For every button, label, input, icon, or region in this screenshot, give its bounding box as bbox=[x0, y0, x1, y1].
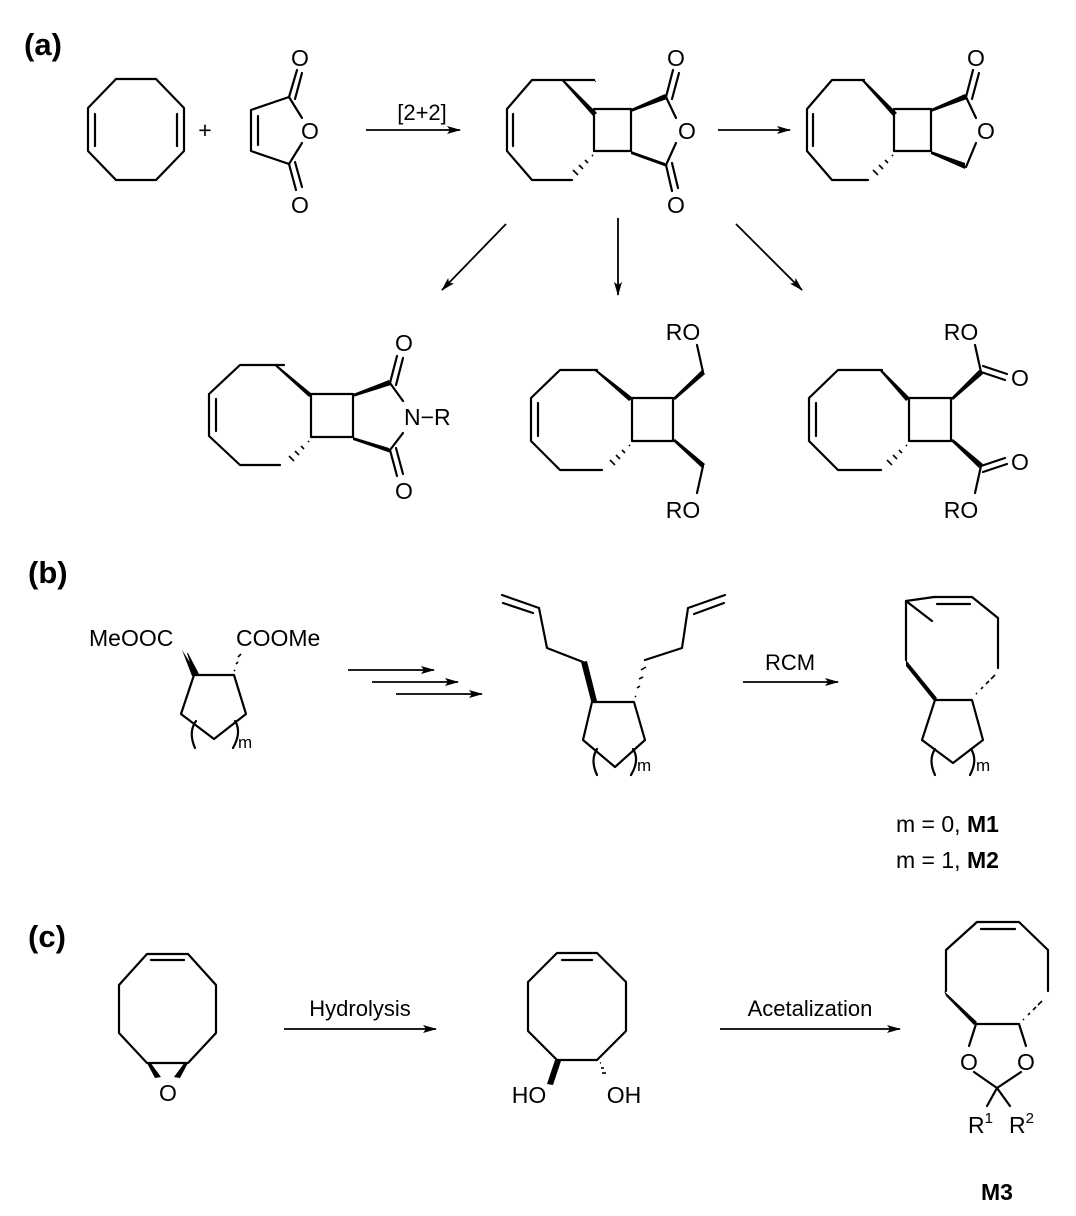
legend-m1: m = 1, M2 bbox=[896, 847, 999, 873]
substituent-r1: R1 bbox=[968, 1110, 993, 1138]
atom-o: O bbox=[395, 478, 413, 504]
atom-o: O bbox=[1011, 365, 1029, 391]
subscript-m: m bbox=[976, 756, 990, 775]
atom-ro: RO bbox=[666, 497, 701, 523]
atom-o: O bbox=[301, 118, 319, 144]
atom-o: O bbox=[291, 192, 309, 218]
subscript-m: m bbox=[637, 756, 651, 775]
atom-o: O bbox=[977, 118, 995, 144]
panel-b-label: (b) bbox=[28, 555, 68, 590]
atom-ho: HO bbox=[512, 1082, 547, 1108]
cyclooctene-acetal bbox=[944, 920, 1050, 1108]
cyclobutane-imide bbox=[207, 354, 405, 478]
product-name-m3: M3 bbox=[981, 1179, 1013, 1205]
reaction-arrow bbox=[735, 223, 803, 291]
atom-ro: RO bbox=[666, 319, 701, 345]
diene-intermediate bbox=[500, 593, 727, 777]
atom-o: O bbox=[667, 45, 685, 71]
cyclopentane-diester bbox=[179, 650, 248, 750]
atom-o: O bbox=[395, 330, 413, 356]
atom-o: O bbox=[1011, 449, 1029, 475]
atom-o: O bbox=[967, 45, 985, 71]
cyclooctadiene bbox=[86, 77, 186, 182]
bicyclic-cyclooctene-product bbox=[904, 595, 1000, 777]
arrow-label-rcm: RCM bbox=[765, 650, 815, 675]
ester-coome: COOMe bbox=[236, 625, 320, 651]
atom-o: O bbox=[678, 118, 696, 144]
arrow-label-hydrolysis: Hydrolysis bbox=[309, 996, 410, 1021]
atom-o: O bbox=[960, 1049, 978, 1075]
atom-oh: OH bbox=[607, 1082, 642, 1108]
arrow-label-acetalization: Acetalization bbox=[748, 996, 873, 1021]
cyclooctene-diol bbox=[526, 951, 628, 1085]
panel-a-label: (a) bbox=[24, 27, 62, 62]
legend-m0: m = 0, M1 bbox=[896, 811, 999, 837]
cyclobutane-diester bbox=[807, 343, 1009, 495]
atom-o: O bbox=[667, 192, 685, 218]
subscript-m: m bbox=[238, 733, 252, 752]
cyclobutane-diether bbox=[529, 343, 705, 495]
cyclobutane-lactone bbox=[805, 68, 981, 182]
atom-ro: RO bbox=[944, 319, 979, 345]
atom-o: O bbox=[159, 1080, 177, 1106]
substituent-r2: R2 bbox=[1009, 1110, 1034, 1138]
atom-o: O bbox=[291, 45, 309, 71]
panel-c-label: (c) bbox=[28, 919, 66, 954]
cyclobutane-anhydride-adduct bbox=[505, 68, 681, 193]
multistep-arrows bbox=[348, 666, 483, 698]
plus-sign: + bbox=[198, 117, 211, 143]
atom-n-r: N−R bbox=[404, 404, 451, 430]
arrow-label-2-plus-2: [2+2] bbox=[397, 100, 447, 125]
maleic-anhydride bbox=[249, 68, 304, 192]
reaction-arrow bbox=[441, 223, 507, 291]
atom-o: O bbox=[1017, 1049, 1035, 1075]
ester-meooc: MeOOC bbox=[89, 625, 173, 651]
cyclooctene-epoxide bbox=[117, 952, 218, 1078]
atom-ro: RO bbox=[944, 497, 979, 523]
